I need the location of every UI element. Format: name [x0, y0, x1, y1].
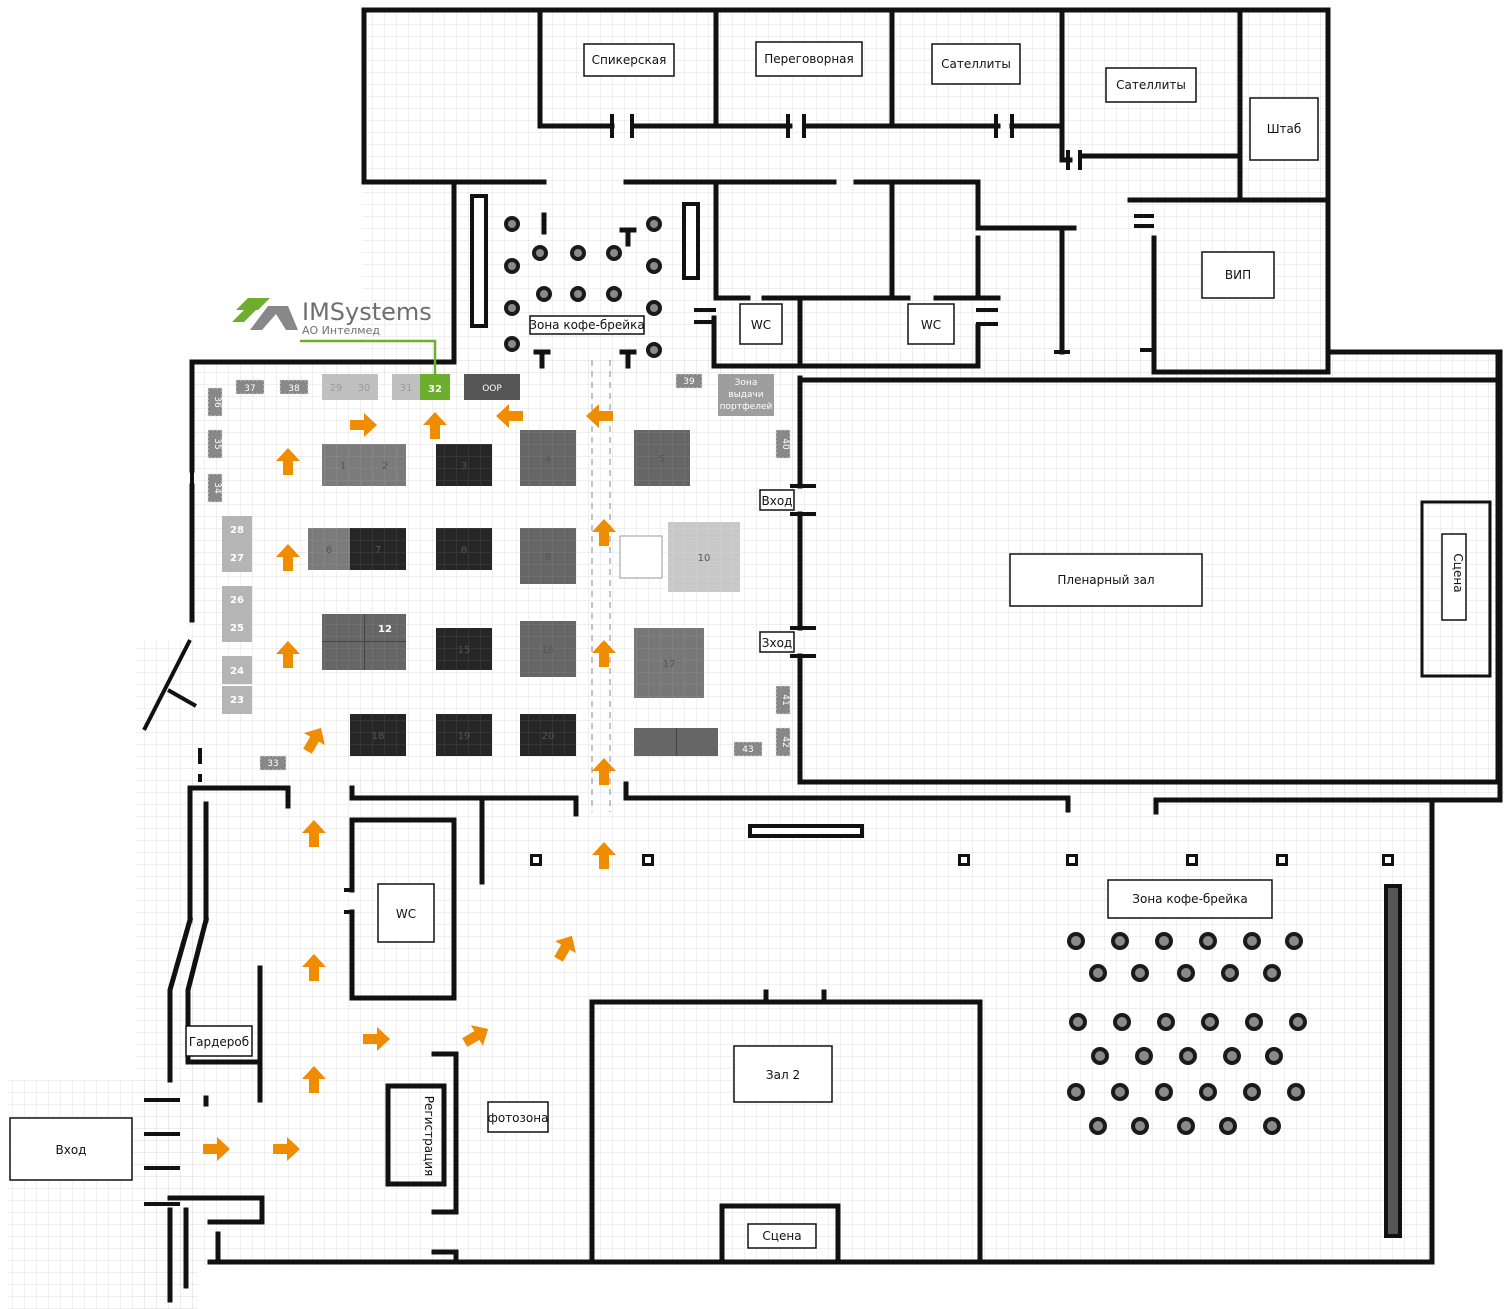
- portfolio-zone-line1: Зона: [735, 378, 758, 388]
- booth-19: 19: [458, 731, 471, 742]
- logo-mark-icon: [232, 298, 298, 330]
- vip-room-label: ВИП: [1225, 268, 1251, 282]
- svg-text:WC: WC: [751, 318, 771, 332]
- booth-35: 35: [212, 438, 222, 449]
- photozone-label: фотозона: [488, 1111, 549, 1125]
- svg-text:Зона кофе-брейка: Зона кофе-брейка: [1132, 892, 1247, 906]
- svg-text:WC: WC: [921, 318, 941, 332]
- svg-text:фотозона: фотозона: [488, 1111, 549, 1125]
- booth-28: 28: [230, 525, 244, 536]
- entrance-label-2: Зход: [762, 636, 792, 650]
- booth-36: 36: [212, 396, 222, 408]
- portfolio-zone-line3: портфелей: [720, 402, 773, 412]
- booth-38: 38: [288, 384, 300, 394]
- booth-20: 20: [542, 731, 555, 742]
- satellites-room-label-1: Сателлиты: [941, 57, 1011, 71]
- svg-text:Спикерская: Спикерская: [592, 53, 667, 67]
- svg-text:Зал 2: Зал 2: [766, 1068, 800, 1082]
- stage-right-label: Сцена: [1451, 553, 1465, 592]
- aisle-dashes: [591, 360, 611, 812]
- booth-23: 23: [230, 695, 244, 706]
- svg-text:Сцена: Сцена: [762, 1229, 801, 1243]
- svg-text:ВИП: ВИП: [1225, 268, 1251, 282]
- booth-2: 2: [382, 461, 388, 472]
- booth-4: 4: [545, 454, 551, 465]
- booth-3: 3: [461, 461, 467, 472]
- entrance-label-1: Вход: [762, 494, 793, 508]
- room-labels: [9, 41, 1467, 1249]
- portfolio-zone-line2: выдачи: [728, 390, 763, 400]
- imsystems-logo: IMSystems АО Интелмед: [232, 298, 437, 376]
- svg-text:Сцена: Сцена: [1451, 553, 1465, 592]
- svg-text:Сателлиты: Сателлиты: [1116, 78, 1186, 92]
- booth-5: 5: [659, 454, 665, 465]
- svg-text:Вход: Вход: [56, 1143, 87, 1157]
- svg-text:Зход: Зход: [762, 636, 792, 650]
- hall2-label: Зал 2: [766, 1068, 800, 1082]
- booths: [207, 373, 791, 771]
- registration-label: Регистрация: [422, 1096, 436, 1176]
- speaker-room-label: Спикерская: [592, 53, 667, 67]
- booth-16: 16: [542, 645, 555, 656]
- coffee-zone-bottom-label: Зона кофе-брейка: [1132, 892, 1247, 906]
- booth-43: 43: [742, 745, 753, 755]
- booth-numbers: 1 2 3 4 5 6 7 8 9 10 12 15 16 17 18 19 2…: [212, 377, 790, 769]
- plenary-hall-label: Пленарный зал: [1057, 573, 1154, 587]
- booth-37: 37: [244, 384, 255, 394]
- partitions: [470, 194, 1402, 1238]
- booth-10: 10: [698, 553, 711, 564]
- booth-9: 9: [545, 552, 551, 563]
- booth-42: 42: [780, 736, 790, 747]
- booth-27: 27: [230, 553, 244, 564]
- svg-text:Сателлиты: Сателлиты: [941, 57, 1011, 71]
- svg-text:WC: WC: [396, 907, 416, 921]
- satellites-room-label-2: Сателлиты: [1116, 78, 1186, 92]
- booth-33: 33: [267, 759, 278, 769]
- svg-text:IMSystems: IMSystems: [302, 298, 432, 326]
- booth-34: 34: [212, 482, 222, 494]
- svg-text:Регистрация: Регистрация: [422, 1096, 436, 1176]
- main-entrance-label: Вход: [56, 1143, 87, 1157]
- wardrobe-label: Гардероб: [189, 1035, 249, 1049]
- booth-40: 40: [780, 438, 790, 450]
- svg-text:Переговорная: Переговорная: [764, 52, 854, 66]
- booth-41: 41: [780, 694, 790, 705]
- booth-39: 39: [683, 377, 695, 387]
- hq-room-label: Штаб: [1267, 122, 1302, 136]
- booth-6: 6: [326, 545, 332, 556]
- svg-text:Штаб: Штаб: [1267, 122, 1302, 136]
- svg-text:Вход: Вход: [762, 494, 793, 508]
- booth-32: 32: [428, 384, 442, 395]
- booth-8: 8: [461, 545, 467, 556]
- booth-30: 30: [358, 383, 371, 394]
- booth-29: 29: [330, 383, 343, 394]
- booth-15: 15: [458, 645, 471, 656]
- wc-label-2: WC: [921, 318, 941, 332]
- booth-1: 1: [340, 461, 346, 472]
- svg-text:Зона кофе-брейка: Зона кофе-брейка: [529, 318, 644, 332]
- door-marks: [142, 114, 1156, 1206]
- wc-label-3: WC: [396, 907, 416, 921]
- stage-hall2-label: Сцена: [762, 1229, 801, 1243]
- walls: [167, 7, 1503, 1303]
- oop-booth: ООР: [482, 384, 502, 394]
- svg-text:Пленарный зал: Пленарный зал: [1057, 573, 1154, 587]
- svg-text:Гардероб: Гардероб: [189, 1035, 249, 1049]
- booth-25: 25: [230, 623, 244, 634]
- booth-31: 31: [400, 383, 413, 394]
- booth-24: 24: [230, 666, 244, 677]
- negotiation-room-label: Переговорная: [764, 52, 854, 66]
- wc-label-1: WC: [751, 318, 771, 332]
- booth-17: 17: [663, 659, 676, 670]
- coffee-zone-top-label: Зона кофе-брейка: [529, 318, 644, 332]
- booth-7: 7: [375, 545, 381, 556]
- svg-text:АО Интелмед: АО Интелмед: [302, 324, 380, 337]
- booth-26: 26: [230, 595, 244, 606]
- booth-12: 12: [378, 624, 392, 635]
- booth-18: 18: [372, 731, 385, 742]
